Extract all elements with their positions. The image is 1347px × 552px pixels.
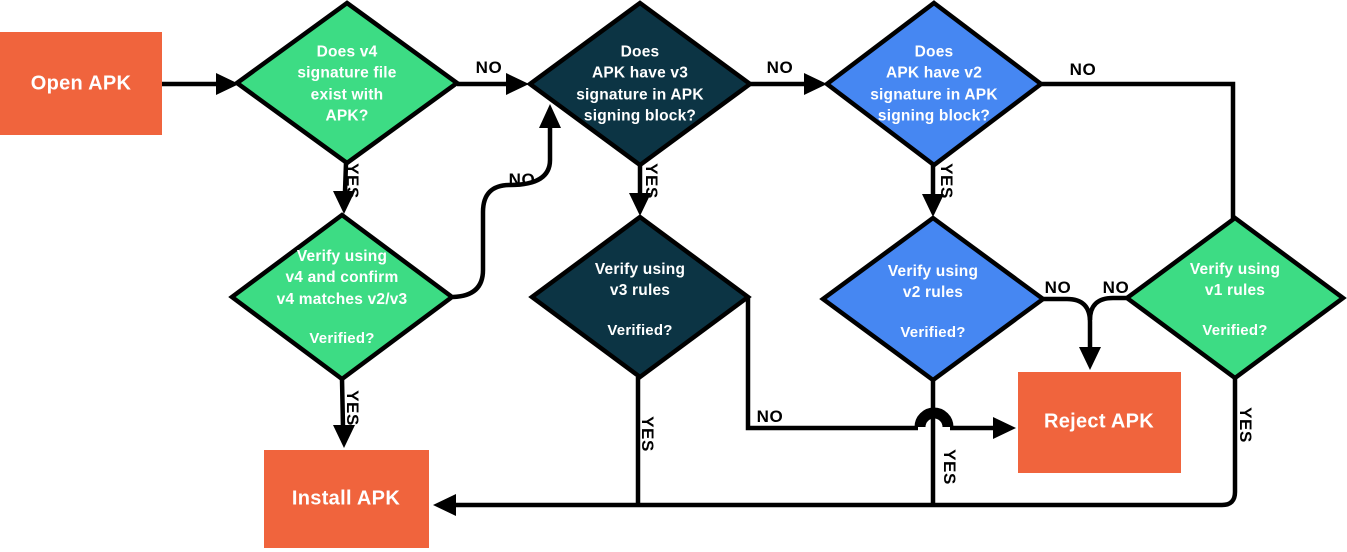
arrowhead-install [433,494,456,516]
arrowhead-v3block-no [804,73,827,95]
arrowhead-verifyv3-no [993,417,1016,439]
edge-verifyv4-no [452,127,553,300]
arrowhead-v4exists-no [506,73,529,95]
diamond-v2-signature-block [823,0,1045,168]
edge-verifyv1-no [1087,295,1127,321]
rect-reject-apk [1018,372,1181,473]
edge-v2block-no [1041,81,1236,219]
edge-verifyv1-yes-bus [456,378,1238,508]
rect-open-apk [0,32,162,135]
arrowhead-open-to-v4exists [216,73,239,95]
diamond-verify-v4 [228,212,456,382]
arrowhead-verifyv4-no [539,104,561,128]
arrowhead-v2block-yes [922,194,944,217]
rect-install-apk [264,450,429,548]
diamond-v3-signature-block [526,0,754,168]
edge-verifyv4-yes [339,378,346,428]
edge-verifyv2-no [1041,296,1093,349]
arrowhead-v4exists-yes [333,191,355,214]
arrowhead-verifyv4-yes [333,425,355,448]
arrowhead-v3block-yes [629,193,651,216]
edge-v4exists-yes [342,162,349,193]
edge-verifyv3-no [745,297,918,431]
diamond-verify-v2 [819,215,1047,383]
arrowhead-reject-merge [1079,347,1101,370]
diamond-verify-v3 [528,214,752,380]
diamond-v4-signature-exists [233,0,461,166]
diamond-verify-v1 [1123,215,1347,381]
